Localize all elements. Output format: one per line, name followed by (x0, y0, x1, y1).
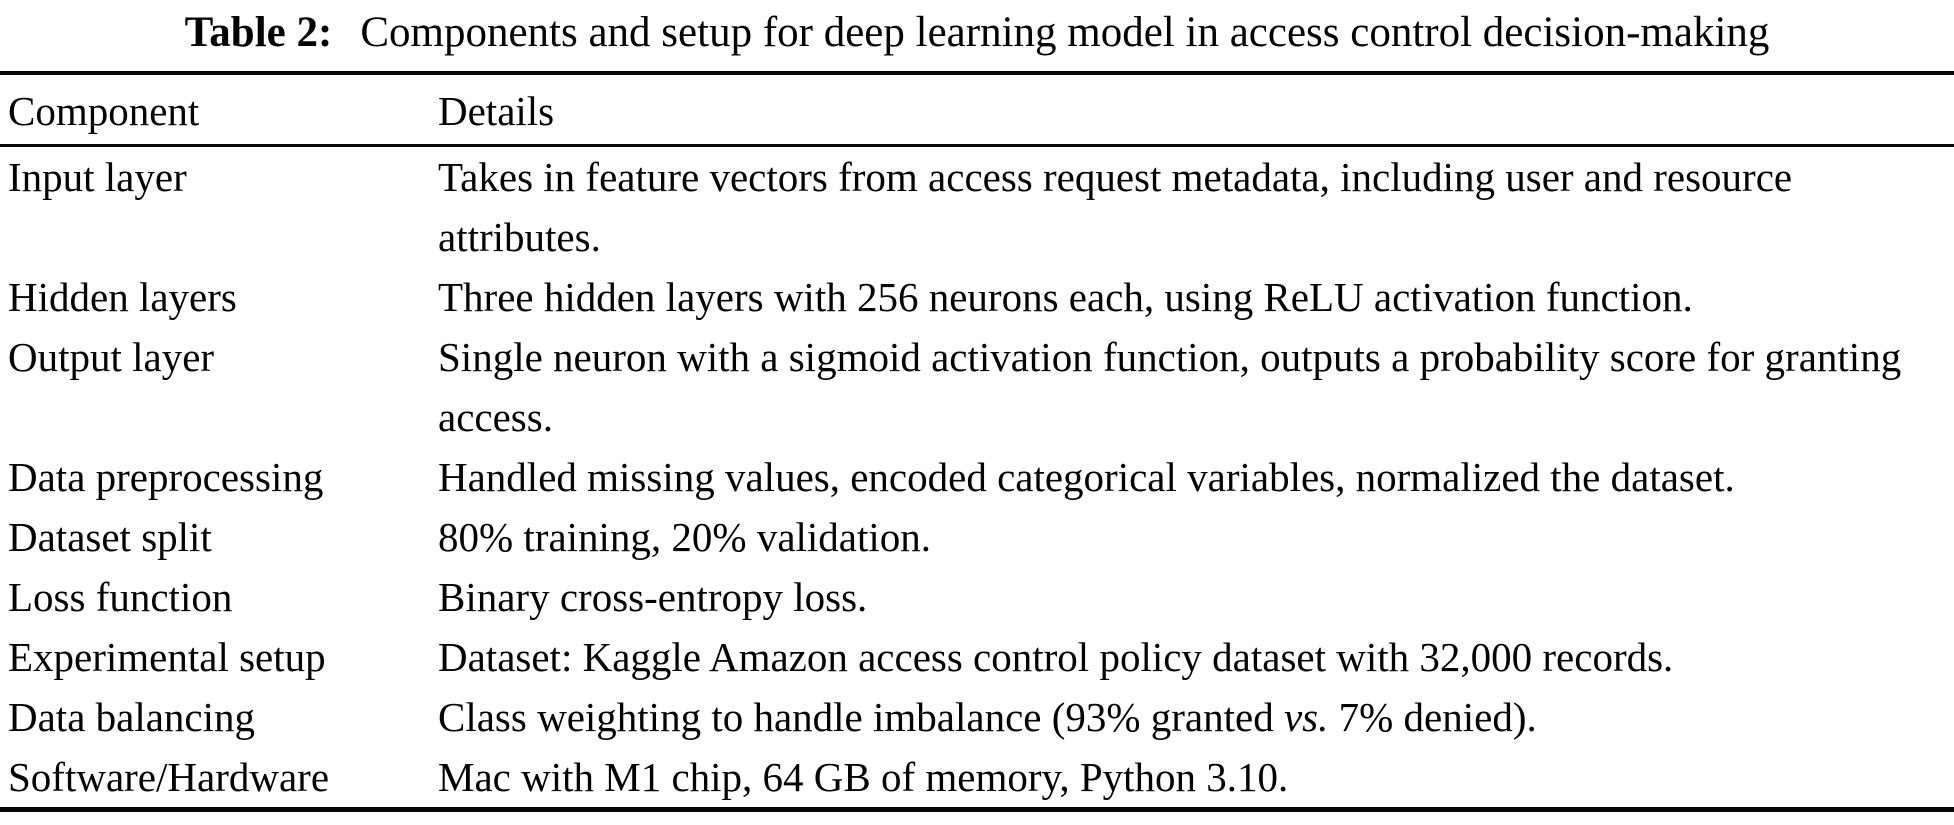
table-caption-label: Table 2: (184, 9, 333, 56)
details-text: Class weighting to handle imbalance (93%… (438, 694, 1284, 740)
table-caption-text: Components and setup for deep learning m… (360, 9, 1770, 56)
components-table: Component Details Input layer Takes in f… (0, 71, 1954, 812)
component-cell: Data preprocessing (8, 454, 324, 500)
table-row-dataset-split: Dataset split 80% training, 20% validati… (0, 507, 1954, 567)
table-row-loss-function: Loss function Binary cross-entropy loss. (0, 567, 1954, 627)
column-header-details: Details (438, 88, 555, 134)
component-cell: Loss function (8, 574, 233, 620)
component-cell: Experimental setup (8, 634, 326, 680)
details-cell: Takes in feature vectors from access req… (438, 154, 1793, 260)
details-cell: Single neuron with a sigmoid activation … (438, 334, 1902, 440)
details-cell: Three hidden layers with 256 neurons eac… (438, 274, 1693, 320)
details-cell: Handled missing values, encoded categori… (438, 454, 1735, 500)
table-row-output-layer: Output layer Single neuron with a sigmoi… (0, 327, 1954, 447)
details-cell: Mac with M1 chip, 64 GB of memory, Pytho… (438, 754, 1289, 800)
table-row-data-balancing: Data balancing Class weighting to handle… (0, 687, 1954, 747)
details-cell: Binary cross-entropy loss. (438, 574, 868, 620)
component-cell: Software/Hardware (8, 754, 330, 800)
details-cell: Class weighting to handle imbalance (93%… (438, 687, 1954, 747)
table-row-input-layer: Input layer Takes in feature vectors fro… (0, 147, 1954, 267)
component-cell: Hidden layers (8, 274, 237, 320)
component-cell: Output layer (8, 334, 215, 380)
table-caption: Table 2: Components and setup for deep le… (0, 0, 1954, 66)
details-text: 7% denied). (1328, 694, 1537, 740)
table-row-software-hardware: Software/Hardware Mac with M1 chip, 64 G… (0, 747, 1954, 807)
table-row-hidden-layers: Hidden layers Three hidden layers with 2… (0, 267, 1954, 327)
table-row-data-preprocessing: Data preprocessing Handled missing value… (0, 447, 1954, 507)
table-row-experimental-setup: Experimental setup Dataset: Kaggle Amazo… (0, 627, 1954, 687)
details-cell: 80% training, 20% validation. (438, 514, 932, 560)
table-header-row: Component Details (0, 75, 1954, 147)
details-emphasis-vs: vs. (1283, 694, 1329, 740)
details-cell: Dataset: Kaggle Amazon access control po… (438, 634, 1674, 680)
component-cell: Data balancing (8, 694, 256, 740)
component-cell: Input layer (8, 154, 187, 200)
component-cell: Dataset split (8, 514, 212, 560)
column-header-component: Component (8, 88, 200, 134)
